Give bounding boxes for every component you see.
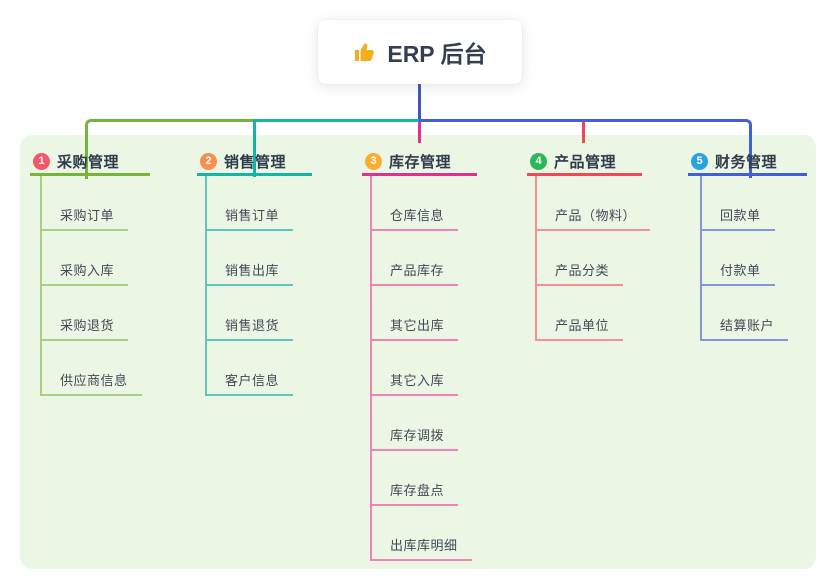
child-node-label: 结算账户 xyxy=(720,318,775,333)
root-connector-line xyxy=(418,84,421,120)
child-node-label: 出库库明细 xyxy=(390,538,458,553)
child-node[interactable]: 销售订单 xyxy=(205,201,294,231)
child-node-label: 产品分类 xyxy=(555,263,610,278)
thumbs-up-icon xyxy=(353,40,377,64)
branch-node-1[interactable]: 1 采购管理 xyxy=(30,149,150,176)
child-node[interactable]: 产品（物料） xyxy=(535,201,651,231)
branch-node-4[interactable]: 4 产品管理 xyxy=(527,149,642,176)
branch-spine xyxy=(535,176,537,341)
branches-panel xyxy=(20,135,816,569)
root-node[interactable]: ERP 后台 xyxy=(318,20,522,84)
connector-branch4-drop xyxy=(582,122,585,143)
child-node[interactable]: 产品单位 xyxy=(535,311,624,341)
child-node[interactable]: 销售退货 xyxy=(205,311,294,341)
child-node-label: 仓库信息 xyxy=(390,208,445,223)
child-node[interactable]: 其它入库 xyxy=(370,366,459,396)
connector-branch3-drop xyxy=(418,122,421,143)
child-node-label: 库存调拨 xyxy=(390,428,445,443)
child-node[interactable]: 供应商信息 xyxy=(40,366,142,396)
child-node[interactable]: 出库库明细 xyxy=(370,531,472,561)
child-node[interactable]: 回款单 xyxy=(700,201,775,231)
branch-number-badge: 1 xyxy=(33,152,50,170)
branch-node-5[interactable]: 5 财务管理 xyxy=(688,149,807,176)
child-node-label: 采购退货 xyxy=(60,318,115,333)
branch-title: 销售管理 xyxy=(224,153,287,171)
child-node-label: 产品（物料） xyxy=(555,208,637,223)
child-node[interactable]: 销售出库 xyxy=(205,256,294,286)
branch-number-badge: 4 xyxy=(530,152,547,170)
connector-branch5 xyxy=(419,119,752,178)
child-node-label: 库存盘点 xyxy=(390,483,445,498)
branch-node-2[interactable]: 2 销售管理 xyxy=(197,149,312,176)
child-node[interactable]: 仓库信息 xyxy=(370,201,459,231)
child-node[interactable]: 产品库存 xyxy=(370,256,459,286)
connector-branch2 xyxy=(253,119,422,177)
child-node-label: 采购订单 xyxy=(60,208,115,223)
branch-title: 产品管理 xyxy=(554,153,617,171)
child-node[interactable]: 采购订单 xyxy=(40,201,129,231)
child-node[interactable]: 结算账户 xyxy=(700,311,789,341)
branch-number-badge: 3 xyxy=(365,152,382,170)
branch-spine xyxy=(370,176,372,561)
child-node-label: 回款单 xyxy=(720,208,761,223)
child-node[interactable]: 客户信息 xyxy=(205,366,294,396)
child-node-label: 销售退货 xyxy=(225,318,280,333)
branch-title: 库存管理 xyxy=(389,153,452,171)
child-node[interactable]: 采购退货 xyxy=(40,311,129,341)
branch-number-badge: 2 xyxy=(200,152,217,170)
child-node-label: 销售订单 xyxy=(225,208,280,223)
root-title: ERP 后台 xyxy=(387,41,487,67)
branch-title: 采购管理 xyxy=(57,153,120,171)
child-node-label: 其它出库 xyxy=(390,318,445,333)
connector-branch1 xyxy=(85,119,256,179)
child-node-label: 产品库存 xyxy=(390,263,445,278)
branch-title: 财务管理 xyxy=(715,153,778,171)
branch-number-badge: 5 xyxy=(691,152,708,170)
branch-spine xyxy=(205,176,207,396)
child-node[interactable]: 库存调拨 xyxy=(370,421,459,451)
child-node[interactable]: 其它出库 xyxy=(370,311,459,341)
child-node-label: 付款单 xyxy=(720,263,761,278)
child-node[interactable]: 付款单 xyxy=(700,256,775,286)
child-node-label: 采购入库 xyxy=(60,263,115,278)
child-node-label: 供应商信息 xyxy=(60,373,128,388)
child-node[interactable]: 产品分类 xyxy=(535,256,624,286)
branch-spine xyxy=(700,176,702,341)
branch-spine xyxy=(40,176,42,396)
child-node-label: 其它入库 xyxy=(390,373,445,388)
child-node-label: 销售出库 xyxy=(225,263,280,278)
child-node[interactable]: 采购入库 xyxy=(40,256,129,286)
child-node-label: 产品单位 xyxy=(555,318,610,333)
child-node-label: 客户信息 xyxy=(225,373,280,388)
child-node[interactable]: 库存盘点 xyxy=(370,476,459,506)
branch-node-3[interactable]: 3 库存管理 xyxy=(362,149,477,176)
